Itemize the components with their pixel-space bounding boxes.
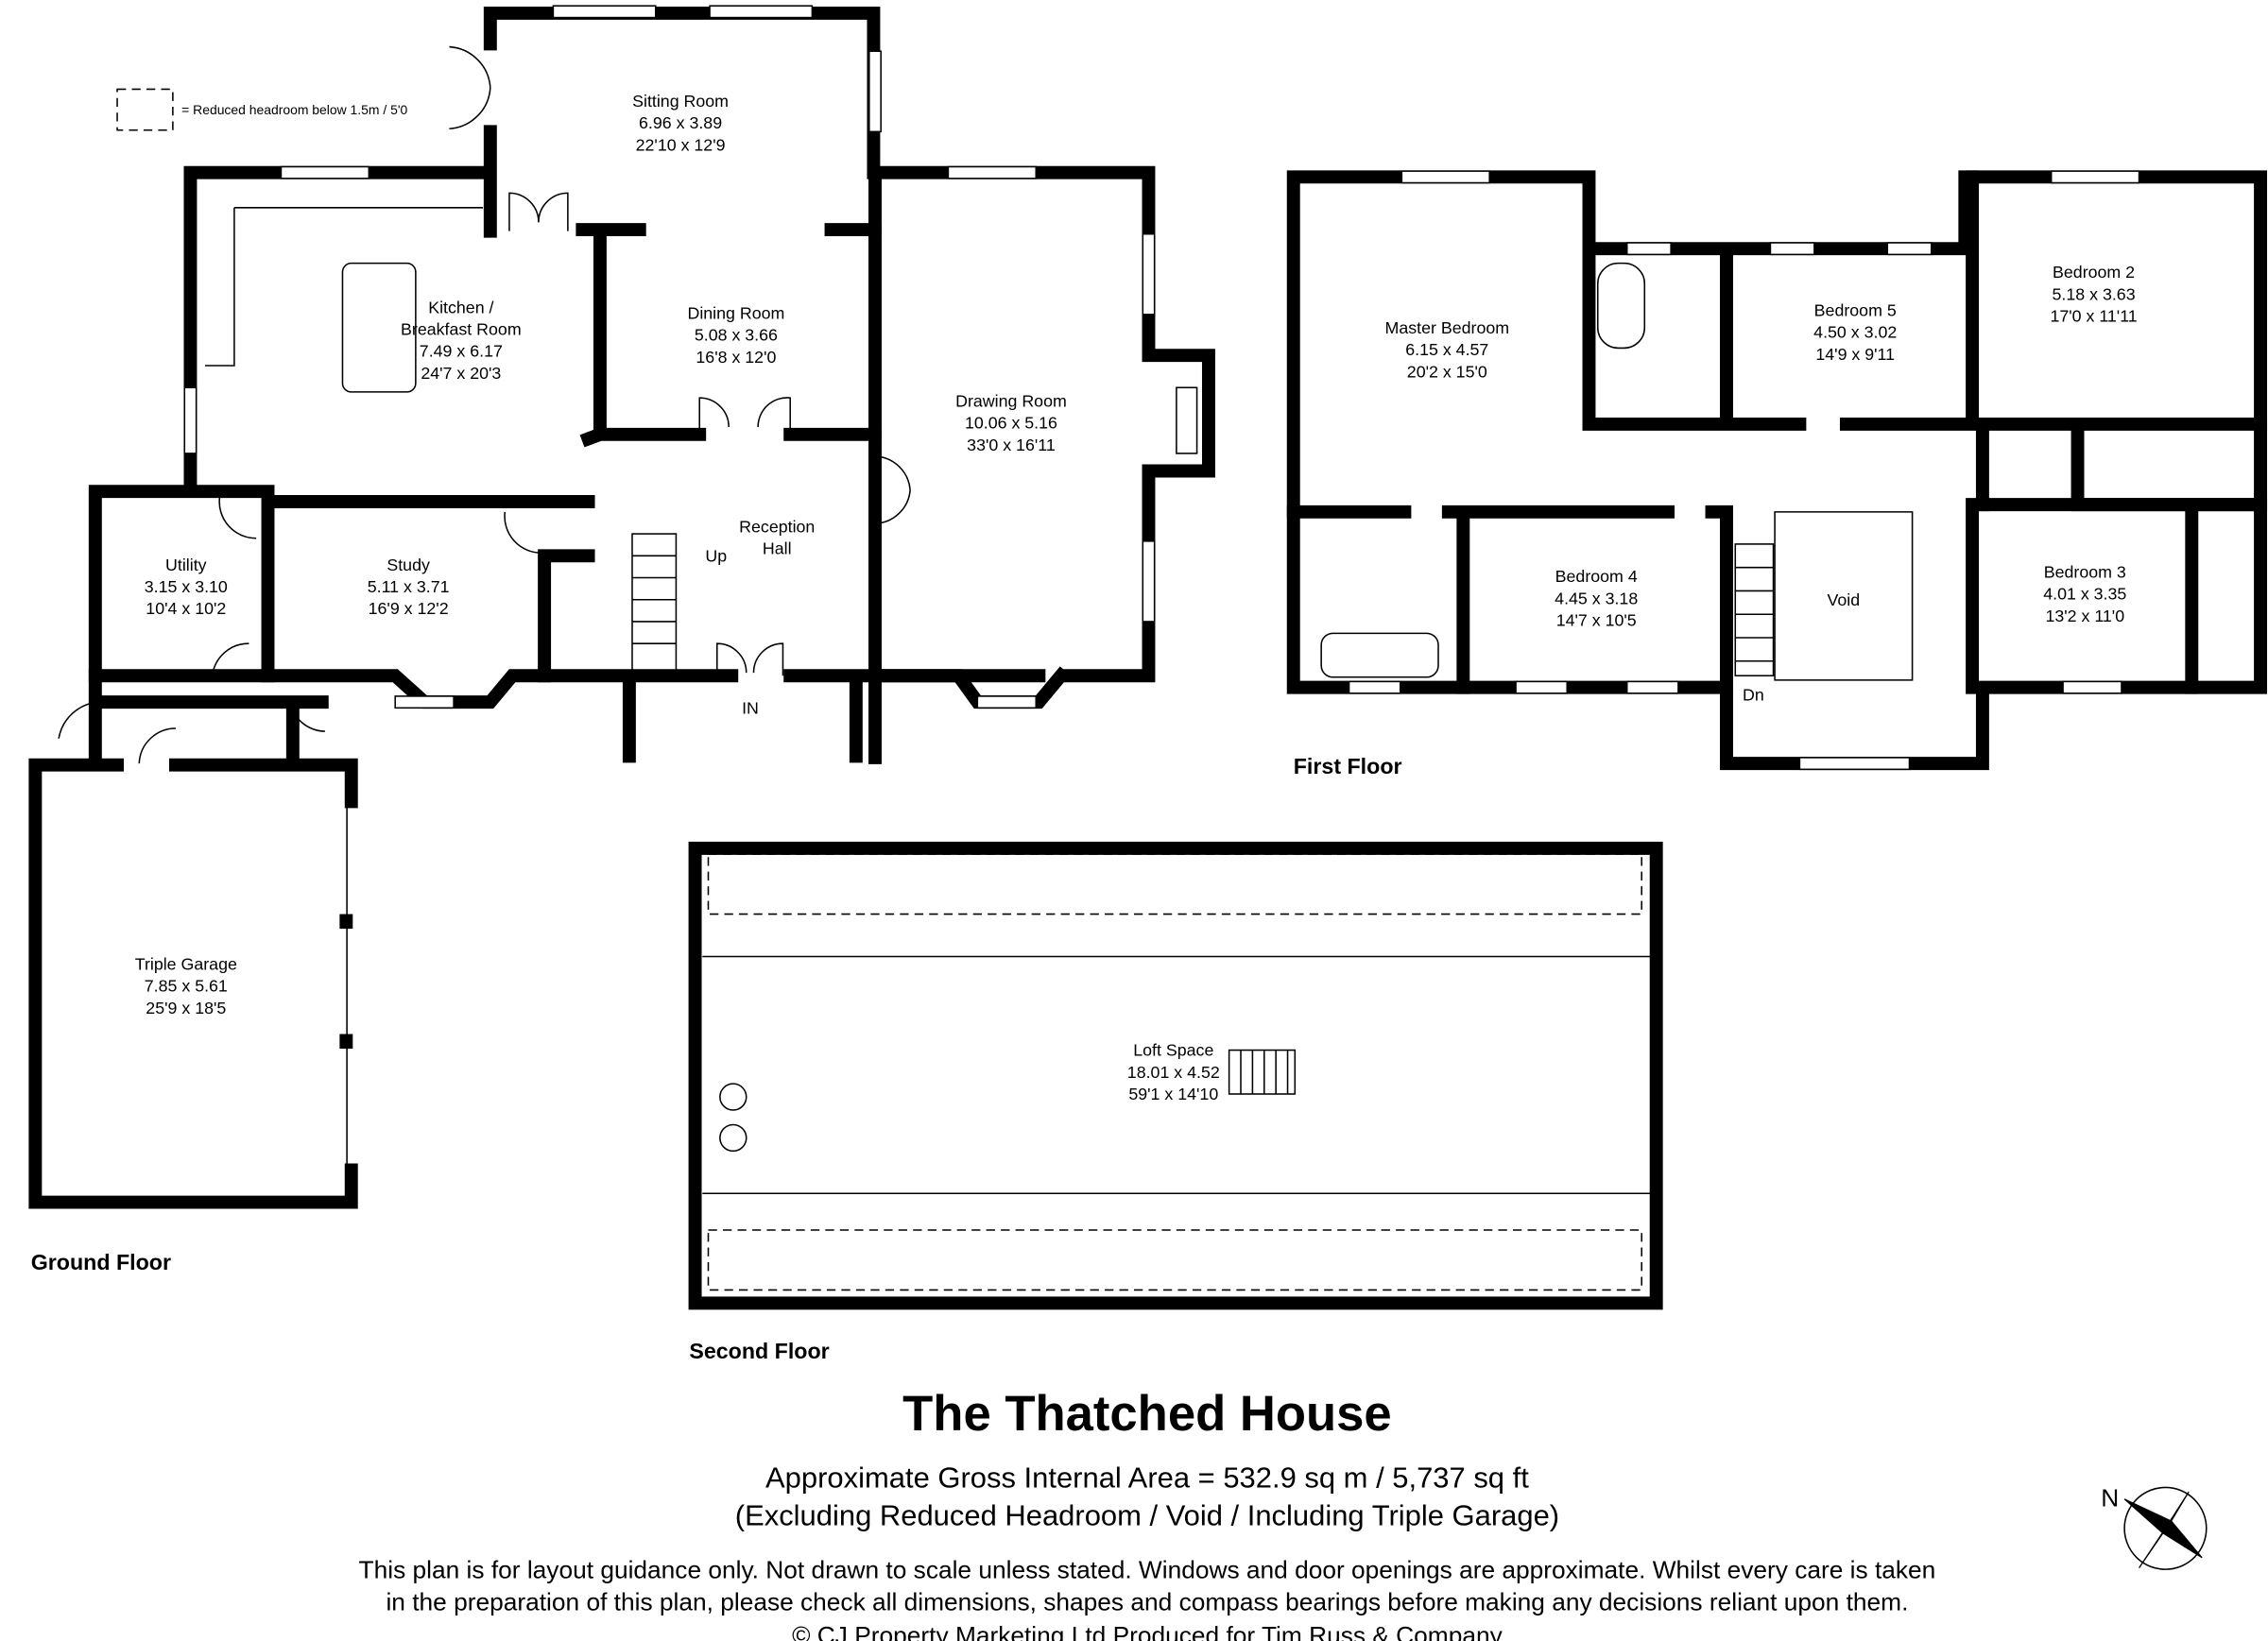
water-tank — [719, 1123, 747, 1153]
legend: = Reduced headroom below 1.5m / 5'0 — [116, 88, 408, 131]
room-void: Void — [1828, 590, 1861, 609]
first-floor-label: First Floor — [1294, 754, 1402, 778]
legend-text: = Reduced headroom below 1.5m / 5'0 — [181, 102, 407, 117]
door — [449, 45, 491, 130]
window — [976, 695, 1038, 709]
compass-rose-icon: N — [2101, 1484, 2208, 1570]
reduced-headroom-area — [707, 1229, 1642, 1291]
window — [709, 5, 814, 19]
bath — [1596, 262, 1646, 350]
garage-door-post — [339, 1034, 353, 1050]
window — [2050, 170, 2140, 184]
reduced-headroom-area — [707, 853, 1642, 915]
window — [947, 165, 1038, 179]
property-title: The Thatched House — [902, 1386, 1392, 1442]
fireplace — [1176, 386, 1198, 454]
door — [211, 642, 325, 732]
window — [1515, 680, 1569, 694]
staircase-up — [631, 533, 678, 674]
window — [280, 165, 370, 179]
stair-up-label: Up — [705, 546, 727, 565]
ground-floor-label: Ground Floor — [31, 1250, 171, 1274]
door — [698, 397, 791, 435]
door — [874, 455, 911, 525]
window — [394, 695, 455, 709]
reduced-headroom-swatch — [116, 88, 174, 131]
compass-north-label: N — [2101, 1484, 2119, 1513]
garage-door-post — [339, 914, 353, 930]
second-floor-label: Second Floor — [689, 1339, 829, 1363]
window — [2062, 680, 2122, 694]
window — [1625, 680, 1679, 694]
window — [183, 386, 198, 454]
window — [1142, 540, 1156, 623]
window — [1625, 242, 1672, 256]
area-note: (Excluding Reduced Headroom / Void / Inc… — [735, 1499, 1559, 1532]
void-outline — [1774, 511, 1914, 681]
window — [1142, 232, 1156, 316]
door — [218, 497, 542, 554]
kitchen-island — [341, 262, 417, 393]
gross-internal-area: Approximate Gross Internal Area = 532.9 … — [765, 1461, 1529, 1494]
kitchen-worktop — [204, 207, 484, 367]
loft-hatch-ladder — [1228, 1049, 1297, 1095]
bath — [1320, 632, 1439, 678]
window — [1400, 170, 1490, 184]
entrance-door — [716, 642, 784, 676]
door — [508, 192, 569, 231]
window — [1769, 242, 1815, 256]
copyright: © CJ Property Marketing Ltd Produced for… — [792, 1621, 1503, 1641]
disclaimer-line-2: in the preparation of this plan, please … — [386, 1587, 1908, 1615]
staircase-down — [1734, 543, 1775, 677]
window — [1348, 680, 1401, 694]
entrance-label: IN — [742, 698, 759, 717]
door — [58, 701, 176, 764]
window — [1886, 242, 1933, 256]
water-tank — [719, 1083, 747, 1111]
stair-down-label: Dn — [1743, 686, 1764, 705]
disclaimer-line-1: This plan is for layout guidance only. N… — [359, 1555, 1936, 1583]
window — [552, 5, 657, 19]
window — [1798, 757, 1911, 771]
window — [868, 50, 882, 133]
